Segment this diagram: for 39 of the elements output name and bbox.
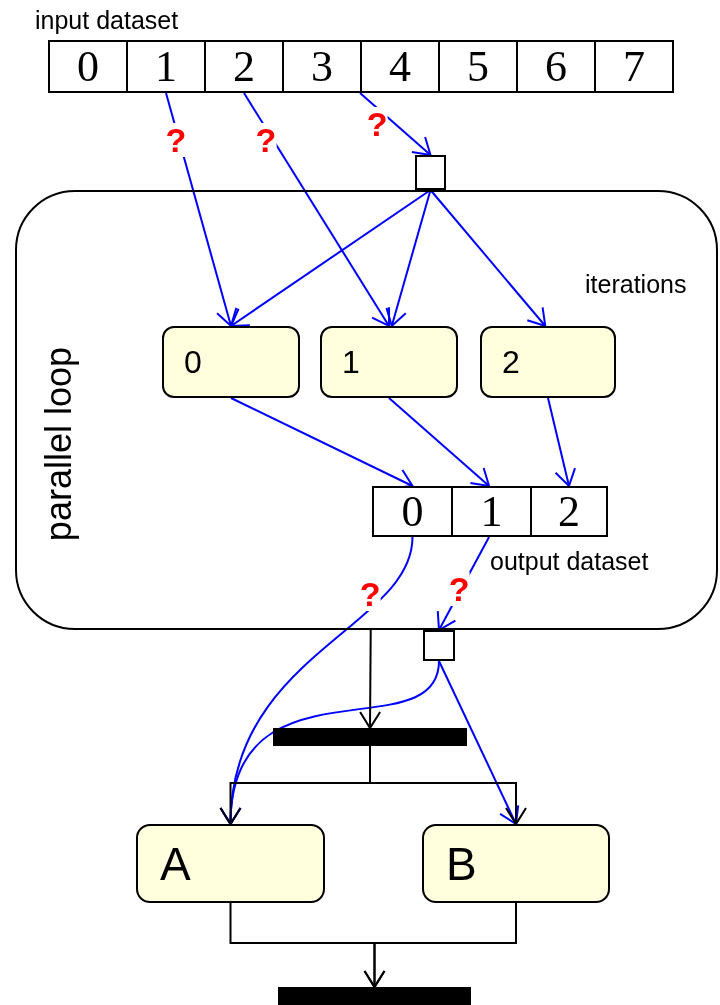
arrow — [359, 92, 432, 156]
arrow — [230, 189, 432, 327]
loop-region — [15, 190, 718, 630]
pin-box — [423, 630, 455, 661]
region-title: parallel loop — [41, 347, 77, 542]
text-label: input dataset — [35, 8, 179, 33]
arrow — [359, 629, 382, 729]
text-label: iterations — [585, 272, 687, 297]
arrow — [363, 902, 517, 988]
iteration-box: 1 — [320, 326, 458, 398]
arrow — [243, 92, 391, 327]
arrow — [429, 189, 547, 327]
pin-box — [415, 155, 446, 190]
sync-bar — [273, 728, 467, 746]
data-cell: 3 — [282, 40, 362, 93]
iteration-box: 2 — [480, 326, 616, 398]
arrow — [547, 397, 576, 487]
data-cell: 6 — [516, 40, 596, 93]
arrow — [438, 660, 520, 825]
arrow — [230, 397, 414, 489]
data-cell: 2 — [204, 40, 284, 93]
arrow — [388, 397, 491, 487]
data-cell: 7 — [594, 40, 674, 93]
iteration-box: 0 — [162, 326, 300, 398]
activity-box: A — [136, 824, 325, 903]
data-cell: 1 — [126, 40, 206, 93]
activity-box: B — [422, 824, 610, 903]
sync-bar — [278, 987, 471, 1005]
arrow — [369, 745, 527, 825]
data-cell: 0 — [372, 486, 453, 537]
data-cell: 4 — [360, 40, 440, 93]
text-label: output dataset — [490, 549, 649, 574]
data-cell: 2 — [530, 486, 608, 537]
data-cell: 1 — [451, 486, 532, 537]
arrow — [385, 189, 432, 327]
edge-label: ? — [448, 571, 470, 606]
data-cell: 0 — [48, 40, 128, 93]
data-cell: 5 — [438, 40, 518, 93]
edge-label: ? — [165, 122, 187, 157]
